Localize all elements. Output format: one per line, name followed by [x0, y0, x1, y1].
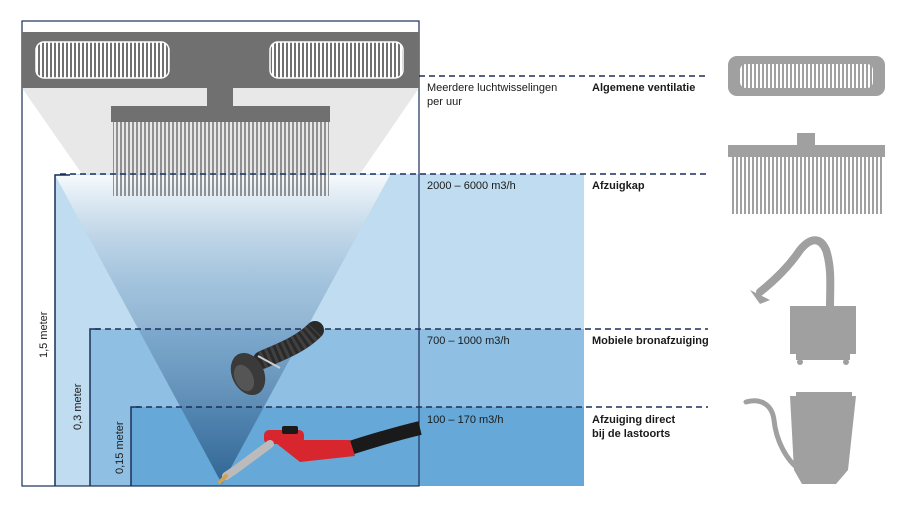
height-line-1-5m [54, 174, 70, 486]
flow-label-ventilation: Meerdere luchtwisselingen per uur [427, 82, 558, 108]
hood-plate [111, 106, 330, 122]
zone-label-torch: Afzuiging direct bij de lastoorts [592, 414, 676, 440]
grille-right [269, 41, 404, 79]
mobile-extractor-icon [750, 236, 856, 365]
flow-label-torch: 100 – 170 m3/h [427, 414, 504, 426]
extraction-hood-icon [728, 133, 885, 214]
height-label-0-15m: 0,15 meter [114, 421, 126, 474]
flow-label-mobile: 700 – 1000 m3/h [427, 335, 510, 347]
flow-label-hood: 2000 – 6000 m3/h [427, 180, 516, 192]
zone-label-hood: Afzuigkap [592, 180, 645, 192]
hood-stem [207, 88, 233, 106]
mobile-nozzle [230, 321, 324, 396]
room-frame [21, 20, 420, 487]
welding-torch [218, 421, 422, 484]
ventilation-grille-icon [728, 56, 885, 96]
height-label-1-5m: 1,5 meter [38, 311, 50, 358]
torch-extractor-icon [743, 392, 856, 484]
zone-label-ventilation: Algemene ventilatie [592, 82, 696, 94]
extraction-cone [55, 175, 390, 484]
hood-bristles [113, 122, 329, 196]
height-label-0-3m: 0,3 meter [72, 383, 84, 430]
grille-left [35, 41, 170, 79]
zone-label-mobile: Mobiele bronafzuiging [592, 335, 709, 347]
